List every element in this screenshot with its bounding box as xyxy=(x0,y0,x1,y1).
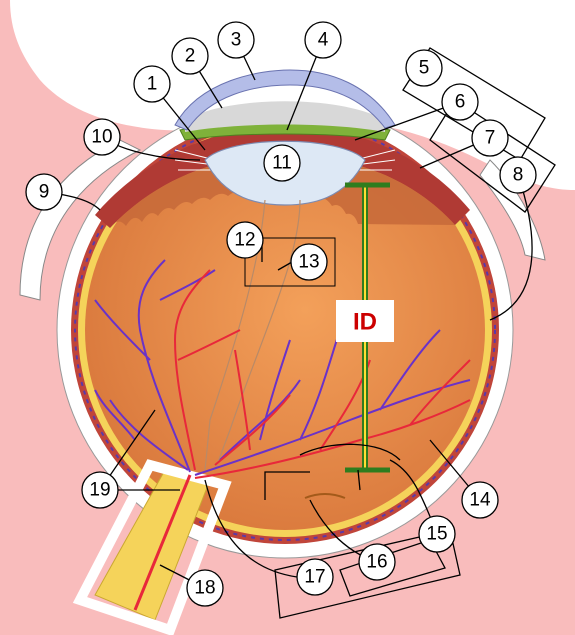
callout-11: 11 xyxy=(263,144,301,182)
callout-10: 10 xyxy=(83,118,121,156)
svg-text:7: 7 xyxy=(485,128,496,149)
callout-8: 8 xyxy=(499,156,537,194)
svg-text:5: 5 xyxy=(419,58,430,79)
fovea-arrows xyxy=(264,443,401,500)
svg-text:3: 3 xyxy=(231,30,242,51)
callout-5: 5 xyxy=(405,49,443,87)
svg-text:14: 14 xyxy=(469,490,491,511)
svg-text:11: 11 xyxy=(272,153,292,174)
callout-13: 13 xyxy=(290,243,328,281)
anterior-chamber xyxy=(185,101,385,132)
vein-upper xyxy=(94,259,216,473)
callout-7: 7 xyxy=(471,119,509,157)
callout-1: 1 xyxy=(133,65,171,103)
svg-text:6: 6 xyxy=(455,92,466,113)
vein-nasal xyxy=(94,389,189,471)
retinal-vessels xyxy=(94,259,471,479)
id-measure: ID xyxy=(336,182,394,473)
artery-upper xyxy=(173,269,241,471)
svg-text:12: 12 xyxy=(234,230,255,251)
ciliary-body xyxy=(95,125,470,228)
callout-12: 12 xyxy=(226,221,264,259)
callout-9: 9 xyxy=(25,173,63,211)
svg-text:8: 8 xyxy=(513,165,524,186)
callout-18: 18 xyxy=(186,569,224,607)
callout-6: 6 xyxy=(441,83,479,121)
optic-nerve-sheath xyxy=(72,459,232,635)
artery-macula xyxy=(214,349,291,466)
svg-text:10: 10 xyxy=(91,127,112,148)
svg-text:16: 16 xyxy=(366,552,387,573)
callout-3: 3 xyxy=(217,21,255,59)
svg-text:2: 2 xyxy=(185,46,196,67)
svg-text:4: 4 xyxy=(318,30,329,51)
callout-17: 17 xyxy=(296,558,334,596)
svg-text:18: 18 xyxy=(194,578,215,599)
svg-text:15: 15 xyxy=(426,524,447,545)
id-label-box xyxy=(336,300,394,342)
callout-4: 4 xyxy=(304,21,342,59)
detail-box xyxy=(244,237,336,287)
callout-2: 2 xyxy=(171,37,209,75)
svg-text:13: 13 xyxy=(298,252,319,273)
vein-macula xyxy=(219,339,301,461)
svg-text:19: 19 xyxy=(89,480,110,501)
callout-16: 16 xyxy=(358,543,396,581)
fovea xyxy=(304,493,346,499)
callout-14: 14 xyxy=(461,481,499,519)
callout-15: 15 xyxy=(418,515,456,553)
central-retinal-artery xyxy=(133,474,192,611)
choroid-vessels-ring xyxy=(74,119,496,541)
cornea xyxy=(174,69,396,131)
callout-19: 19 xyxy=(81,471,119,509)
id-label: ID xyxy=(353,309,377,336)
svg-text:9: 9 xyxy=(39,182,50,203)
svg-text:1: 1 xyxy=(147,74,158,95)
svg-text:17: 17 xyxy=(304,567,325,588)
upper-eyelid-band xyxy=(19,139,142,301)
hyaloid-canal xyxy=(204,199,301,471)
vitreous-body xyxy=(85,130,485,530)
